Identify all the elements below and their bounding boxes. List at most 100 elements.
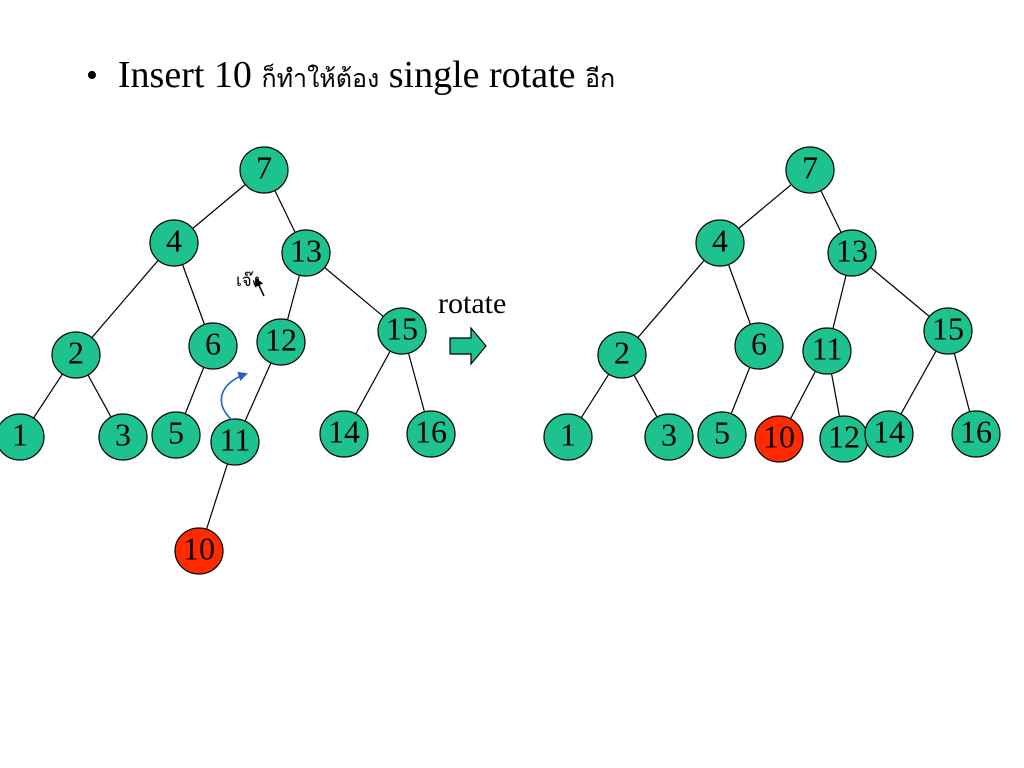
after-node-5: 5 bbox=[697, 411, 747, 459]
before-node-16: 16 bbox=[406, 410, 456, 458]
before-node-5: 5 bbox=[151, 411, 201, 459]
before-node-label-10: 10 bbox=[183, 530, 215, 566]
after-node-circle-7 bbox=[785, 146, 835, 194]
after-edge-2-3 bbox=[633, 374, 658, 418]
after-node-label-2: 2 bbox=[614, 334, 630, 370]
after-node-14: 14 bbox=[864, 410, 914, 458]
before-node-circle-7 bbox=[239, 146, 289, 194]
after-node-label-4: 4 bbox=[712, 222, 728, 258]
after-node-circle-5 bbox=[697, 411, 747, 459]
after-node-label-6: 6 bbox=[751, 325, 767, 361]
after-node-12: 12 bbox=[819, 415, 869, 463]
before-node-label-6: 6 bbox=[205, 325, 221, 361]
before-node-circle-16 bbox=[406, 410, 456, 458]
after-edge-4-2 bbox=[637, 259, 705, 339]
after-edge-7-13 bbox=[820, 190, 842, 233]
before-edge-15-16 bbox=[407, 352, 426, 413]
before-node-circle-6 bbox=[188, 322, 238, 370]
slide-title-row: • Insert 10 ก็ทำให้ต้อง single rotate อี… bbox=[86, 52, 615, 100]
after-node-circle-4 bbox=[695, 219, 745, 267]
before-node-1: 1 bbox=[0, 413, 45, 461]
after-node-circle-2 bbox=[597, 331, 647, 379]
after-node-1: 1 bbox=[543, 413, 593, 461]
after-node-label-15: 15 bbox=[932, 310, 964, 346]
before-node-label-15: 15 bbox=[386, 310, 418, 346]
after-node-16: 16 bbox=[951, 410, 1001, 458]
before-node-15: 15 bbox=[377, 307, 427, 355]
before-edge-6-5 bbox=[184, 367, 205, 414]
before-edge-12-11 bbox=[244, 362, 272, 422]
slide-title: Insert 10 ก็ทำให้ต้อง single rotate อีก bbox=[118, 53, 615, 99]
before-node-label-2: 2 bbox=[68, 334, 84, 370]
after-node-7: 7 bbox=[785, 146, 835, 194]
after-node-circle-6 bbox=[734, 322, 784, 370]
after-node-label-13: 13 bbox=[836, 232, 868, 268]
after-node-label-11: 11 bbox=[812, 330, 843, 366]
after-node-13: 13 bbox=[827, 229, 877, 277]
after-node-label-14: 14 bbox=[873, 413, 905, 449]
before-node-label-16: 16 bbox=[415, 413, 447, 449]
before-node-13: 13 bbox=[281, 229, 331, 277]
title-part-thai-again: อีก bbox=[585, 64, 616, 93]
after-edge-2-1 bbox=[580, 373, 610, 419]
after-edge-11-10 bbox=[789, 370, 817, 420]
before-edge-2-3 bbox=[87, 374, 112, 418]
after-node-circle-10 bbox=[754, 415, 804, 463]
after-edge-4-6 bbox=[727, 264, 752, 325]
before-node-7: 7 bbox=[239, 146, 289, 194]
unbalanced-annotation: เจ๊ง bbox=[236, 271, 260, 290]
after-node-circle-15 bbox=[923, 307, 973, 355]
after-tree-edges bbox=[580, 184, 971, 420]
after-edge-7-4 bbox=[738, 184, 792, 229]
before-node-label-11: 11 bbox=[220, 421, 251, 457]
before-node-label-5: 5 bbox=[168, 414, 184, 450]
before-edge-13-12 bbox=[286, 274, 301, 321]
before-node-label-12: 12 bbox=[265, 321, 297, 357]
before-node-circle-2 bbox=[51, 331, 101, 379]
before-node-10: 10 bbox=[174, 527, 224, 575]
before-node-label-13: 13 bbox=[290, 232, 322, 268]
after-node-label-3: 3 bbox=[661, 416, 677, 452]
before-node-circle-10 bbox=[174, 527, 224, 575]
after-edge-15-14 bbox=[900, 350, 937, 415]
annotation-pointer-arrow bbox=[254, 277, 265, 297]
before-node-circle-4 bbox=[149, 219, 199, 267]
before-node-label-4: 4 bbox=[166, 222, 182, 258]
before-edge-4-6 bbox=[181, 264, 206, 325]
before-edge-4-2 bbox=[91, 259, 159, 339]
after-node-4: 4 bbox=[695, 219, 745, 267]
before-edge-13-15 bbox=[324, 267, 384, 317]
before-node-circle-11 bbox=[210, 418, 260, 466]
after-node-circle-14 bbox=[864, 410, 914, 458]
before-node-2: 2 bbox=[51, 331, 101, 379]
after-edge-13-11 bbox=[832, 275, 847, 329]
title-part-single-rotate: single rotate bbox=[379, 54, 586, 96]
after-edge-13-15 bbox=[870, 267, 930, 317]
after-node-label-1: 1 bbox=[560, 416, 576, 452]
transition-label: rotate bbox=[438, 287, 506, 320]
before-node-circle-14 bbox=[319, 410, 369, 458]
before-edge-11-10 bbox=[205, 463, 229, 530]
after-node-label-5: 5 bbox=[714, 414, 730, 450]
transition-arrow-icon bbox=[449, 326, 487, 366]
after-node-11: 11 bbox=[802, 327, 852, 375]
before-node-label-14: 14 bbox=[328, 413, 360, 449]
after-node-circle-11 bbox=[802, 327, 852, 375]
before-node-6: 6 bbox=[188, 322, 238, 370]
before-node-label-3: 3 bbox=[115, 416, 131, 452]
before-node-14: 14 bbox=[319, 410, 369, 458]
after-node-6: 6 bbox=[734, 322, 784, 370]
before-node-circle-12 bbox=[256, 318, 306, 366]
after-node-circle-1 bbox=[543, 413, 593, 461]
before-node-label-1: 1 bbox=[12, 416, 28, 452]
title-part-insert: Insert 10 bbox=[117, 54, 262, 96]
before-node-3: 3 bbox=[98, 413, 148, 461]
after-edge-15-16 bbox=[953, 353, 971, 412]
after-node-15: 15 bbox=[923, 307, 973, 355]
after-node-circle-13 bbox=[827, 229, 877, 277]
